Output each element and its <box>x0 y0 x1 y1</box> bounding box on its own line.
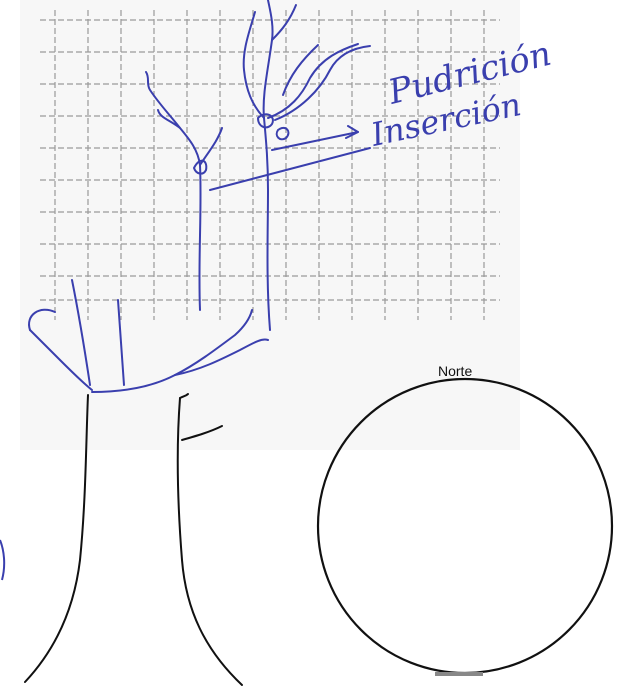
north-label: Norte <box>438 363 472 379</box>
margin-mark <box>0 540 4 580</box>
